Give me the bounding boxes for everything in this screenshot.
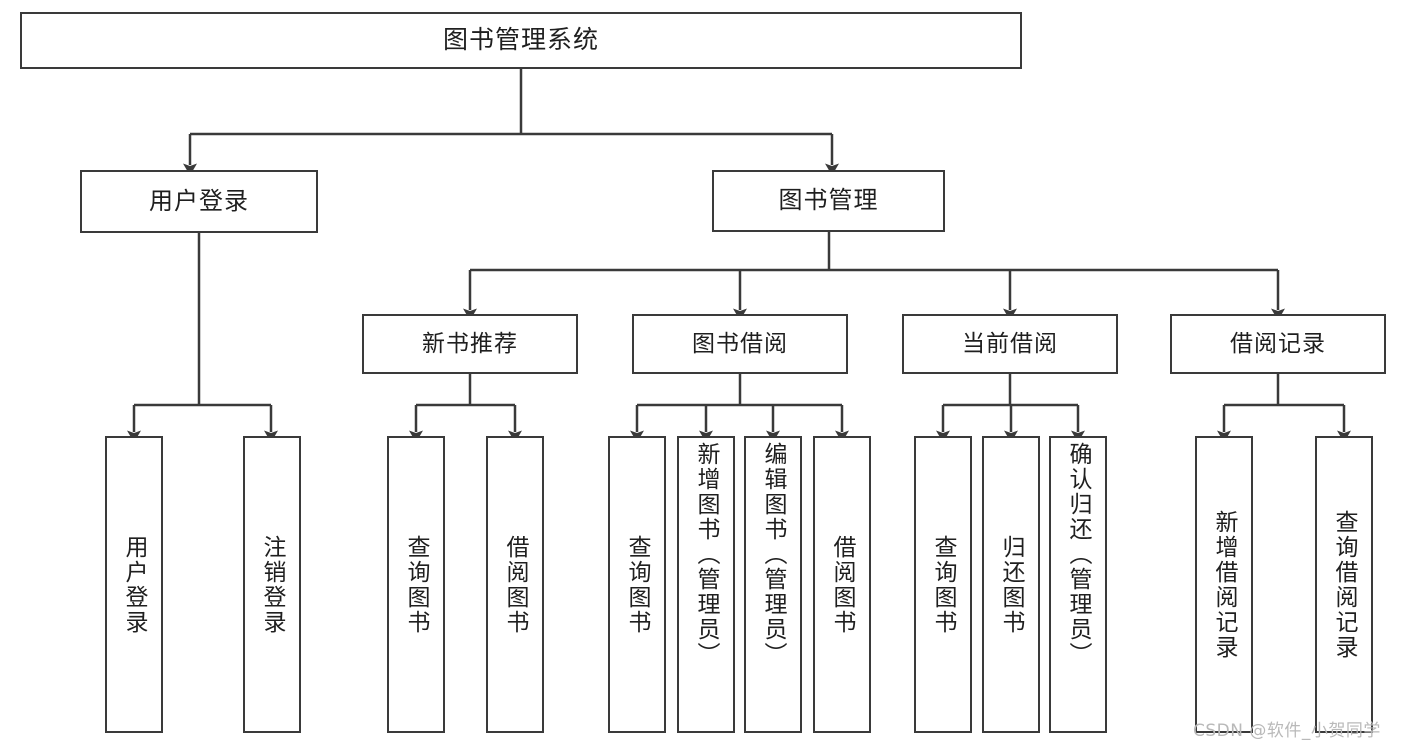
leaf-label: 编辑图书（管理员） <box>760 442 787 667</box>
leaf-label: 注销登录 <box>259 534 286 635</box>
leaf-label: 查询借阅记录 <box>1331 509 1358 660</box>
node-user-login[interactable]: 用户登录 <box>80 170 318 233</box>
node-new-book-recommend[interactable]: 新书推荐 <box>362 314 578 374</box>
leaf-new-book-borrow[interactable]: 借阅图书 <box>486 436 544 733</box>
leaf-label: 新增图书（管理员） <box>693 442 720 667</box>
node-new-book-recommend-label: 新书推荐 <box>422 330 518 357</box>
node-root[interactable]: 图书管理系统 <box>20 12 1022 69</box>
node-root-label: 图书管理系统 <box>442 25 599 55</box>
leaf-borrow-record-query[interactable]: 查询借阅记录 <box>1315 436 1373 733</box>
leaf-user-login-login[interactable]: 用户登录 <box>105 436 163 733</box>
node-book-borrow[interactable]: 图书借阅 <box>632 314 848 374</box>
leaf-book-borrow-edit[interactable]: 编辑图书（管理员） <box>744 436 802 733</box>
node-borrow-record[interactable]: 借阅记录 <box>1170 314 1386 374</box>
node-book-management-label: 图书管理 <box>778 186 879 215</box>
leaf-label: 用户登录 <box>121 534 148 635</box>
leaf-label: 查询图书 <box>930 534 957 635</box>
leaf-current-borrow-return[interactable]: 归还图书 <box>982 436 1040 733</box>
leaf-label: 新增借阅记录 <box>1211 509 1238 660</box>
leaf-label: 归还图书 <box>998 534 1025 635</box>
leaf-label: 借阅图书 <box>502 534 529 635</box>
leaf-current-borrow-confirm[interactable]: 确认归还（管理员） <box>1049 436 1107 733</box>
leaf-label: 确认归还（管理员） <box>1065 442 1092 667</box>
leaf-new-book-query[interactable]: 查询图书 <box>387 436 445 733</box>
leaf-current-borrow-query[interactable]: 查询图书 <box>914 436 972 733</box>
leaf-user-login-logout[interactable]: 注销登录 <box>243 436 301 733</box>
leaf-label: 借阅图书 <box>829 534 856 635</box>
node-book-borrow-label: 图书借阅 <box>692 330 788 357</box>
node-current-borrow[interactable]: 当前借阅 <box>902 314 1118 374</box>
leaf-borrow-record-add[interactable]: 新增借阅记录 <box>1195 436 1253 733</box>
node-book-management[interactable]: 图书管理 <box>712 170 945 232</box>
leaf-book-borrow-add[interactable]: 新增图书（管理员） <box>677 436 735 733</box>
csdn-watermark: CSDN @软件_小贺同学 <box>1193 721 1381 741</box>
leaf-label: 查询图书 <box>403 534 430 635</box>
node-user-login-label: 用户登录 <box>149 186 249 215</box>
leaf-label: 查询图书 <box>624 534 651 635</box>
leaf-book-borrow-query[interactable]: 查询图书 <box>608 436 666 733</box>
leaf-book-borrow-borrow[interactable]: 借阅图书 <box>813 436 871 733</box>
node-current-borrow-label: 当前借阅 <box>962 330 1058 357</box>
node-borrow-record-label: 借阅记录 <box>1230 330 1326 357</box>
